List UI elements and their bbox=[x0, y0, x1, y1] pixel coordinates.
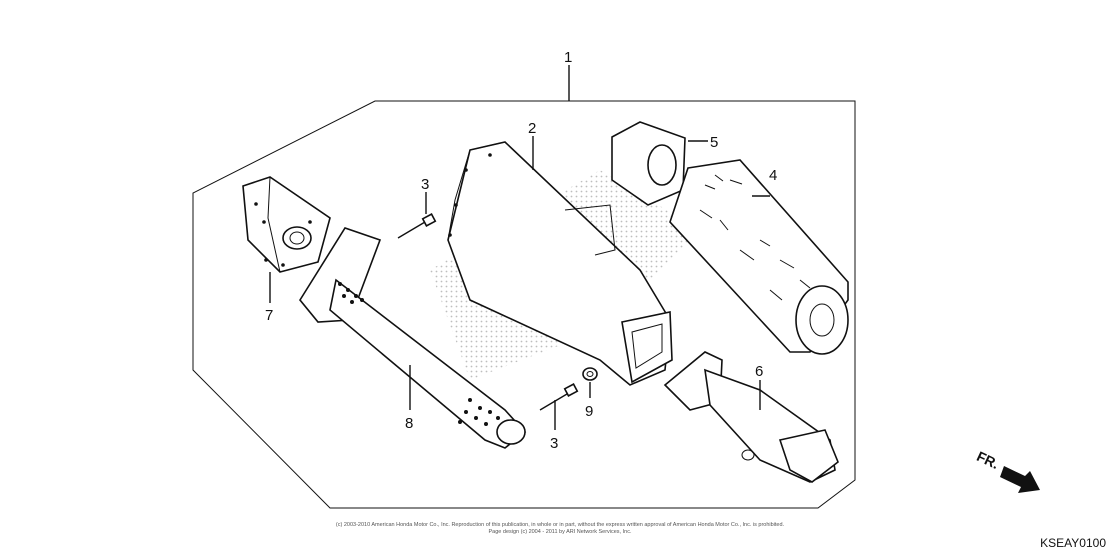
part-8-inner-pipe[interactable] bbox=[299, 227, 527, 449]
callout-2: 2 bbox=[528, 120, 536, 137]
callout-1: 1 bbox=[564, 49, 572, 66]
part-5-cap-cover[interactable] bbox=[611, 121, 686, 206]
part-3-rivet-lower[interactable] bbox=[539, 383, 579, 411]
callout-4: 4 bbox=[769, 167, 777, 184]
callout-7: 7 bbox=[265, 307, 273, 324]
callout-3-lower: 3 bbox=[550, 435, 558, 452]
callout-3-upper: 3 bbox=[421, 176, 429, 193]
copyright-line-1: (c) 2003-2010 American Honda Motor Co., … bbox=[335, 522, 785, 528]
assembly-boundary bbox=[192, 100, 856, 509]
front-direction-indicator: FR. bbox=[974, 448, 1040, 493]
part-9-washer[interactable] bbox=[582, 367, 598, 381]
part-6-exhaust-pipe[interactable] bbox=[663, 351, 839, 483]
part-3-rivet-upper[interactable] bbox=[397, 213, 437, 239]
copyright-line-2: Page design (c) 2004 - 2011 by ARI Netwo… bbox=[488, 529, 632, 535]
callout-8: 8 bbox=[405, 415, 413, 432]
part-4-muffler-shell[interactable] bbox=[669, 159, 849, 355]
callout-6: 6 bbox=[755, 363, 763, 380]
direction-label: FR. bbox=[974, 448, 1001, 472]
part-2-muffler-body[interactable] bbox=[447, 141, 673, 386]
diagram-code: KSEAY0100 bbox=[1040, 536, 1106, 550]
callout-9: 9 bbox=[585, 403, 593, 420]
copyright-notice: (c) 2003-2010 American Honda Motor Co., … bbox=[220, 522, 900, 536]
callout-5: 5 bbox=[710, 134, 718, 151]
part-7-end-cap[interactable] bbox=[242, 176, 331, 273]
